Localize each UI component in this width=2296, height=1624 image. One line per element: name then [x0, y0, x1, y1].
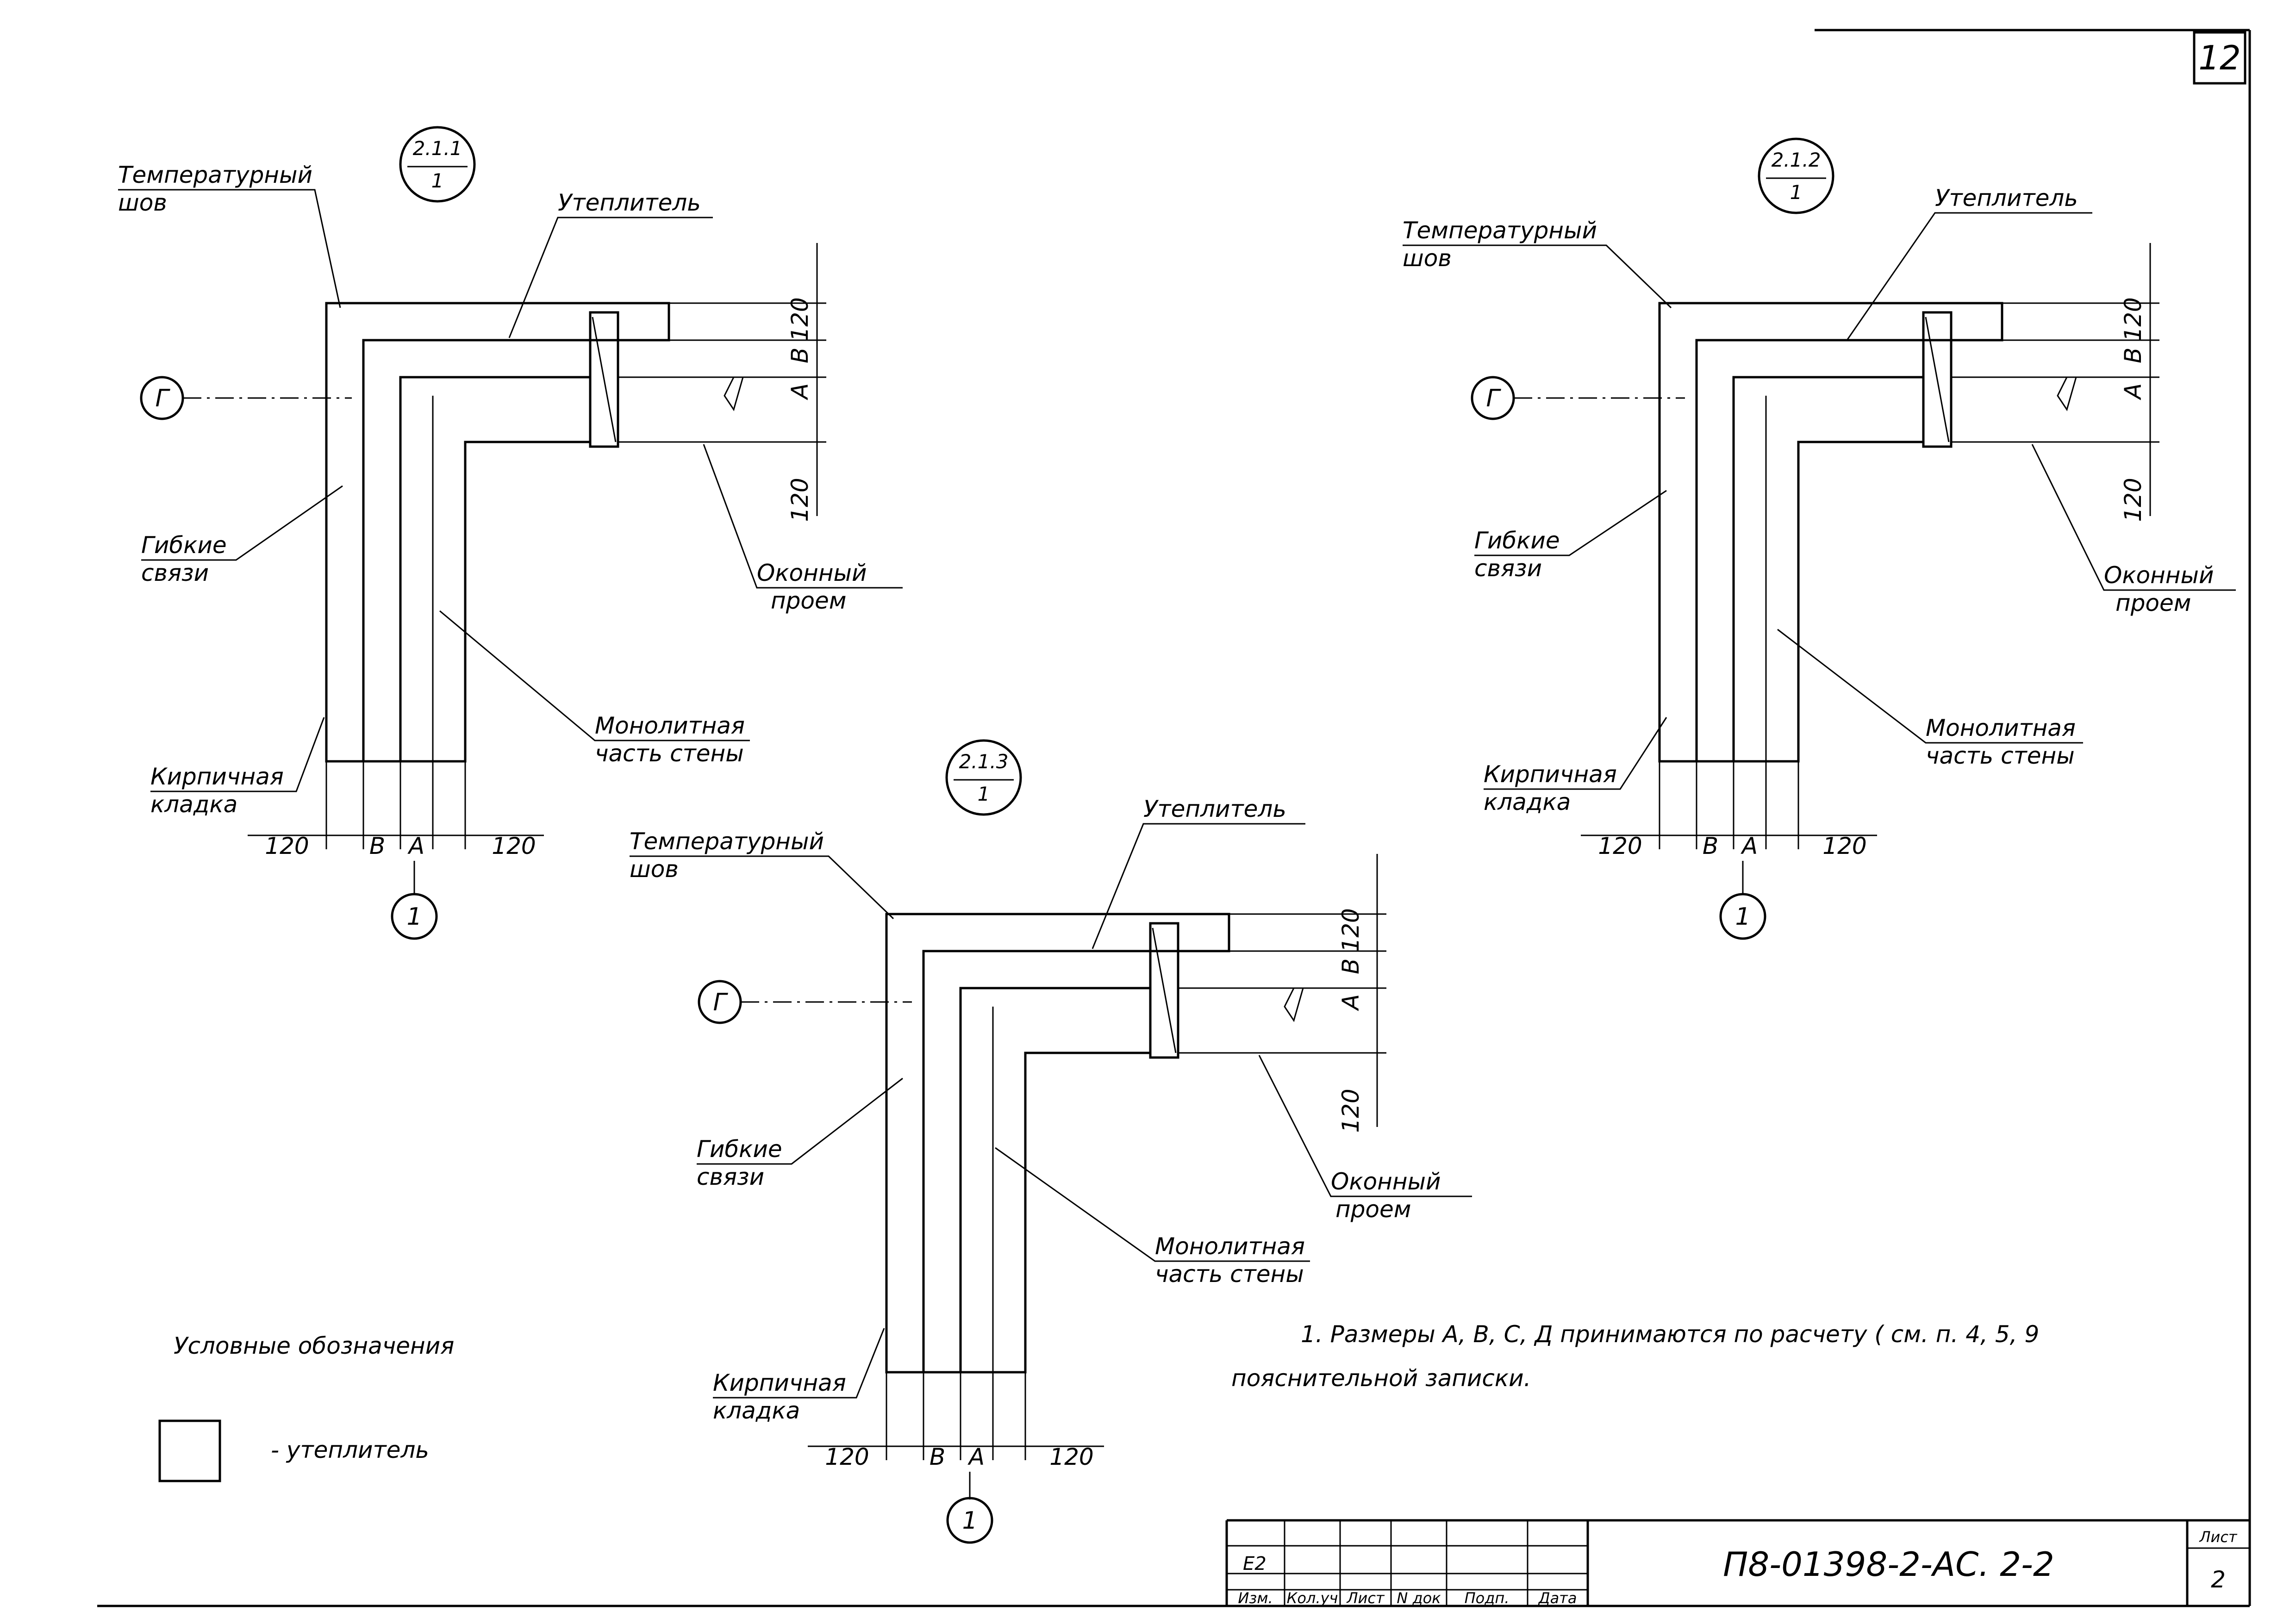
- detail-2-dim-bottom-2: В: [1703, 833, 1718, 859]
- legend: Условные обозначения - утеплитель: [158, 1332, 454, 1482]
- detail-1-window-label: Оконный: [757, 560, 867, 586]
- detail-1-monolith-label-2: часть стены: [595, 740, 744, 767]
- detail-3-ties-label-2: связи: [697, 1164, 764, 1190]
- detail-3-dim-right-3: А: [1337, 994, 1364, 1011]
- detail-1-dim-right-1: 120: [786, 297, 813, 341]
- detail-3-mark-bottom: 1: [978, 783, 990, 805]
- detail-3-axis-g: Г: [713, 989, 729, 1016]
- detail-2-dim-bottom-4: 120: [1822, 833, 1866, 859]
- title-block-header-list: Лист: [1346, 1589, 1385, 1607]
- detail-2-mark-circle: [1758, 137, 1834, 214]
- detail-3-joint-label-2: шов: [630, 856, 679, 883]
- notes: 1. Размеры А, В, С, Д принимаются по рас…: [1231, 1321, 2039, 1392]
- detail-2-joint-label-2: шов: [1403, 245, 1452, 272]
- title-block: Е2 Изм. Кол.уч Лист N док Подп. Дата П8-…: [1225, 1519, 2250, 1607]
- detail-2-brick-label-2: кладка: [1484, 789, 1571, 815]
- title-block-header-ndok: N док: [1397, 1589, 1441, 1607]
- detail-3-dim-bottom-2: В: [930, 1444, 945, 1470]
- detail-2-dim-right-4: 120: [2120, 478, 2146, 522]
- detail-1-mark-bottom: 1: [431, 169, 444, 192]
- detail-3-monolith-label: Монолитная: [1155, 1233, 1305, 1260]
- detail-1-axis-1: 1: [406, 903, 422, 931]
- detail-2-dim-right-3: А: [2120, 383, 2146, 400]
- detail-1-dim-bottom-4: 120: [492, 833, 536, 859]
- detail-1-monolith-label: Монолитная: [595, 712, 745, 739]
- legend-insulation-swatch: [158, 1419, 221, 1482]
- detail-3-axis-1-circle: [946, 1497, 993, 1544]
- detail-1-brick-label-2: кладка: [150, 791, 237, 818]
- detail-3-axis-1: 1: [962, 1507, 977, 1535]
- legend-insulation-label: - утеплитель: [271, 1437, 429, 1463]
- detail-2-dim-right-2: В: [2120, 348, 2146, 363]
- detail-3-insulation-label: Утеплитель: [1143, 796, 1286, 822]
- detail-2-window-label: Оконный: [2104, 562, 2214, 589]
- detail-2-axis-g: Г: [1486, 385, 1502, 412]
- detail-1-mark-circle: [399, 126, 476, 203]
- sheet-number-top: 12: [2198, 38, 2241, 77]
- detail-3-window-label-2: проем: [1335, 1196, 1411, 1223]
- legend-title: Условные обозначения: [174, 1332, 454, 1359]
- detail-2-monolith-label: Монолитная: [1926, 715, 2076, 741]
- detail-3-dim-bottom-3: А: [967, 1444, 985, 1470]
- detail-2-dim-bottom-3: А: [1741, 833, 1758, 859]
- detail-3-window-label: Оконный: [1331, 1168, 1441, 1195]
- detail-3-mark-top: 2.1.3: [959, 750, 1009, 773]
- detail-1-mark-top: 2.1.1: [413, 137, 462, 160]
- detail-1-brick-label: Кирпичная: [150, 763, 284, 790]
- detail-2-mark-top: 2.1.2: [1772, 149, 1821, 171]
- title-block-header-izm: Изм.: [1238, 1589, 1273, 1607]
- title-block-header-koluch: Кол.уч: [1287, 1589, 1338, 1607]
- detail-3-brick-label: Кирпичная: [713, 1369, 846, 1396]
- detail-3-dim-bottom-4: 120: [1049, 1444, 1093, 1470]
- detail-1-joint-label-2: шов: [118, 189, 167, 216]
- detail-1-dim-right-2: В: [786, 348, 813, 363]
- detail-1-joint-label: Температурный: [118, 162, 312, 188]
- detail-3-brick-label-2: кладка: [713, 1397, 800, 1424]
- detail-3-ties-label: Гибкие: [697, 1136, 782, 1163]
- detail-2-joint-label: Температурный: [1403, 217, 1597, 244]
- detail-2-dim-right-1: 120: [2120, 297, 2146, 341]
- detail-3-dim-right-1: 120: [1337, 908, 1364, 952]
- detail-1-window-label-2: проем: [771, 587, 847, 614]
- detail-3-joint-label: Температурный: [630, 828, 824, 855]
- detail-1-ties-label-2: связи: [141, 560, 209, 586]
- note-line-1: 1. Размеры А, В, С, Д принимаются по рас…: [1301, 1321, 2039, 1348]
- detail-2-axis-1-circle: [1719, 893, 1766, 940]
- detail-2-mark-bottom: 1: [1790, 181, 1803, 204]
- sheet-value: 2: [2211, 1566, 2226, 1593]
- detail-1-ties-label: Гибкие: [141, 532, 227, 559]
- detail-3-dim-right-2: В: [1337, 958, 1364, 974]
- detail-2-ties-label: Гибкие: [1474, 527, 1560, 554]
- title-block-header-podp: Подп.: [1465, 1589, 1510, 1607]
- detail-2-ties-label-2: связи: [1474, 555, 1542, 582]
- detail-2-brick-label: Кирпичная: [1484, 761, 1617, 788]
- detail-3-annotations: 2.1.3 1 Температурный шов Утеплитель Г Г…: [630, 739, 1472, 1544]
- detail-1-dim-bottom-1: 120: [265, 833, 309, 859]
- title-block-row-value: Е2: [1243, 1553, 1267, 1574]
- detail-1-dim-right-4: 120: [786, 478, 813, 522]
- document-number: П8-01398-2-АС. 2-2: [1723, 1545, 2054, 1584]
- detail-1-dim-bottom-3: А: [407, 833, 424, 859]
- sheet-label: Лист: [2199, 1528, 2237, 1546]
- note-line-2: пояснительной записки.: [1231, 1365, 1531, 1392]
- detail-1-dim-bottom-2: В: [369, 833, 385, 859]
- detail-1-axis-1-circle: [391, 893, 438, 940]
- detail-1-axis-g: Г: [156, 385, 171, 412]
- detail-3-monolith-label-2: часть стены: [1155, 1261, 1304, 1288]
- detail-3-dim-right-4: 120: [1337, 1089, 1364, 1132]
- detail-2-dim-bottom-1: 120: [1598, 833, 1642, 859]
- detail-2-axis-1: 1: [1735, 903, 1750, 931]
- detail-1-dim-right-3: А: [786, 383, 813, 400]
- detail-3-dim-bottom-1: 120: [825, 1444, 869, 1470]
- detail-3-mark-circle: [945, 739, 1022, 816]
- sheet-number-box: [2193, 31, 2246, 85]
- detail-2-annotations: 2.1.2 1 Температурный шов Утеплитель Г Г…: [1403, 137, 2236, 940]
- detail-2-monolith-label-2: часть стены: [1926, 742, 2075, 769]
- detail-1-annotations: 2.1.1 1 Температурный шов Утеплитель Г Г…: [118, 126, 903, 940]
- detail-2-insulation-label: Утеплитель: [1935, 185, 2078, 212]
- title-block-header-data: Дата: [1538, 1589, 1577, 1607]
- detail-2-window-label-2: проем: [2115, 590, 2191, 616]
- detail-1-insulation-label: Утеплитель: [558, 189, 701, 216]
